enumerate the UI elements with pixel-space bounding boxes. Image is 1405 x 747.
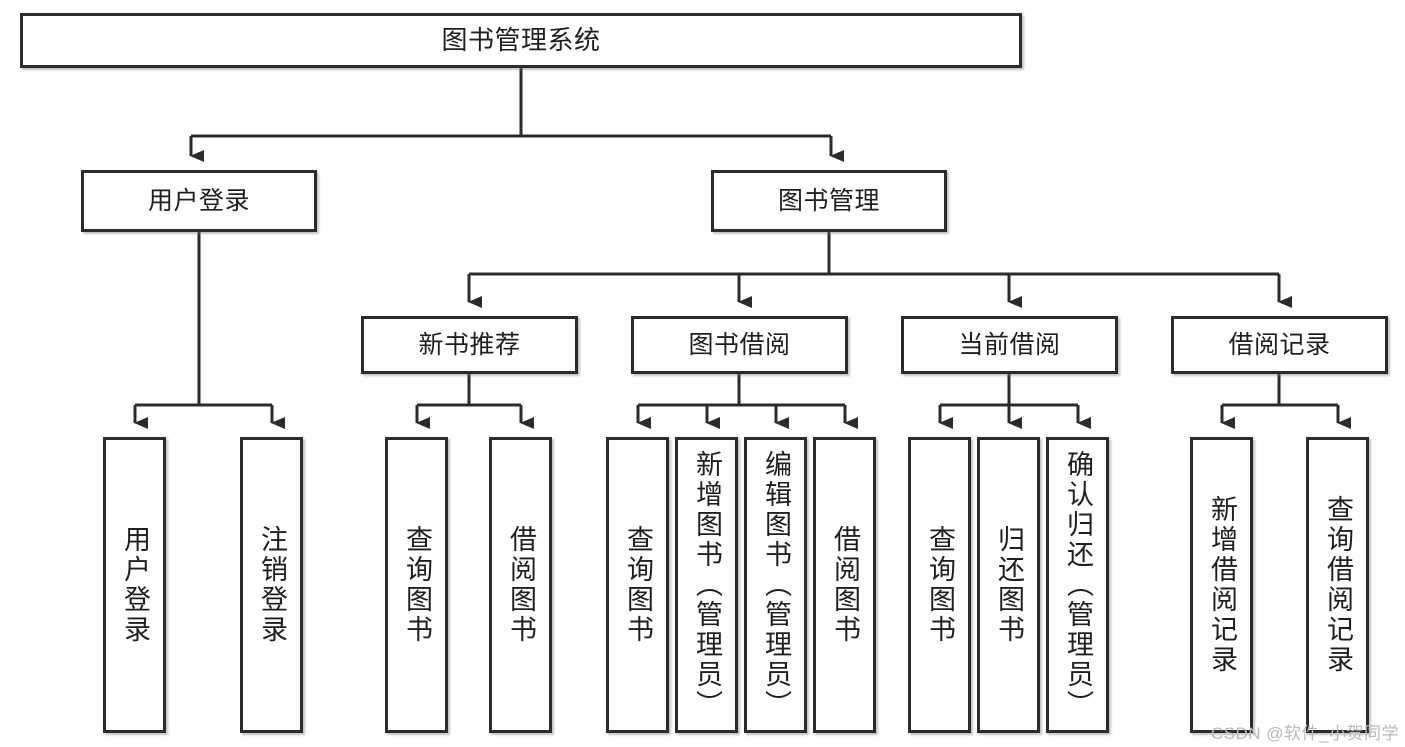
node-user-login[interactable]: 用户登录	[81, 170, 317, 232]
leaf-query-book-2[interactable]: 查询图书	[606, 437, 669, 733]
node-root-label: 图书管理系统	[441, 24, 601, 55]
node-user-login-label: 用户登录	[147, 187, 250, 215]
node-borrow-record-label: 借阅记录	[1228, 331, 1331, 359]
node-new-book-recommend-label: 新书推荐	[418, 331, 521, 359]
node-root[interactable]: 图书管理系统	[20, 13, 1022, 68]
leaf-add-book[interactable]: 新增图书（管理员）	[675, 437, 738, 733]
node-current-borrow-label: 当前借阅	[958, 331, 1061, 359]
node-borrow-record[interactable]: 借阅记录	[1171, 316, 1388, 374]
leaf-logout-login-label: 注销登录	[257, 525, 287, 645]
leaf-query-book-1-label: 查询图书	[402, 525, 432, 645]
leaf-return-book-label: 归还图书	[994, 525, 1024, 645]
leaf-borrow-book-1-label: 借阅图书	[506, 525, 536, 645]
leaf-borrow-book-1[interactable]: 借阅图书	[489, 437, 552, 733]
node-new-book-recommend[interactable]: 新书推荐	[361, 316, 578, 374]
leaf-query-record[interactable]: 查询借阅记录	[1306, 437, 1369, 733]
node-book-manage-label: 图书管理	[777, 187, 880, 215]
leaf-add-record-label: 新增借阅记录	[1207, 495, 1237, 675]
csdn-watermark: CSDN @软件_小贺同学	[1210, 724, 1399, 743]
node-current-borrow[interactable]: 当前借阅	[901, 316, 1118, 374]
node-book-borrow-label: 图书借阅	[688, 331, 791, 359]
leaf-borrow-book-2-label: 借阅图书	[830, 525, 860, 645]
leaf-query-book-3[interactable]: 查询图书	[908, 437, 971, 733]
node-book-manage[interactable]: 图书管理	[711, 170, 947, 232]
leaf-user-login[interactable]: 用户登录	[103, 437, 166, 733]
leaf-query-book-3-label: 查询图书	[925, 525, 955, 645]
leaf-user-login-label: 用户登录	[120, 525, 150, 645]
leaf-edit-book[interactable]: 编辑图书（管理员）	[744, 437, 807, 733]
leaf-edit-book-label: 编辑图书（管理员）	[761, 450, 791, 720]
leaf-query-book-2-label: 查询图书	[623, 525, 653, 645]
leaf-confirm-return[interactable]: 确认归还（管理员）	[1046, 437, 1109, 733]
leaf-return-book[interactable]: 归还图书	[977, 437, 1040, 733]
leaf-borrow-book-2[interactable]: 借阅图书	[813, 437, 876, 733]
leaf-query-record-label: 查询借阅记录	[1323, 495, 1353, 675]
leaf-add-book-label: 新增图书（管理员）	[692, 450, 722, 720]
leaf-query-book-1[interactable]: 查询图书	[385, 437, 448, 733]
leaf-confirm-return-label: 确认归还（管理员）	[1063, 450, 1093, 720]
leaf-add-record[interactable]: 新增借阅记录	[1190, 437, 1253, 733]
node-book-borrow[interactable]: 图书借阅	[631, 316, 848, 374]
leaf-logout-login[interactable]: 注销登录	[240, 437, 303, 733]
